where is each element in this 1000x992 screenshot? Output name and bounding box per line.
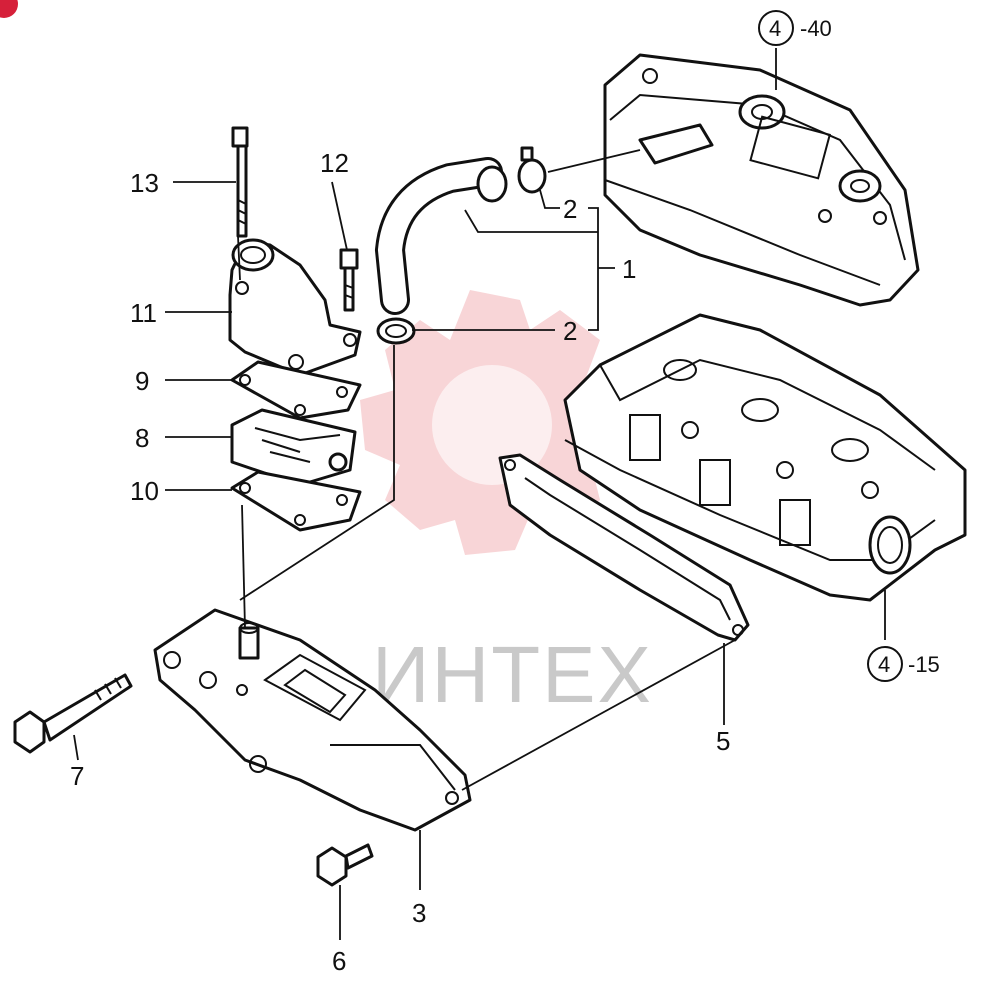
label-part-9: 9: [135, 366, 149, 396]
gasket-lower: [230, 470, 362, 532]
ref-callout-head: 4 -15: [867, 646, 940, 682]
ref-head-number: 4: [878, 652, 890, 677]
corner-badge: [0, 0, 18, 18]
hose-clamp-upper: [517, 146, 547, 194]
label-part-2-lower: 2: [563, 316, 577, 346]
label-part-5: 5: [716, 726, 730, 756]
ref-cover-suffix: -40: [800, 16, 832, 41]
bolt-7: [13, 673, 133, 754]
label-part-11: 11: [130, 298, 157, 328]
valve-cover: [603, 53, 920, 307]
ref-head-suffix: -15: [908, 652, 940, 677]
watermark-text: ИНТЕХ: [372, 630, 653, 719]
label-part-8: 8: [135, 423, 149, 453]
hose-clamp-lower: [376, 317, 416, 345]
label-part-10: 10: [130, 476, 159, 506]
bolt-13: [231, 126, 249, 238]
breather-hose: [374, 157, 508, 315]
ref-cover-number: 4: [769, 16, 781, 41]
manifold-body: [153, 608, 472, 832]
manifold-gasket: [498, 453, 750, 642]
leader-lines: [73, 48, 886, 940]
label-part-7: 7: [70, 761, 84, 791]
thermostat: [230, 408, 357, 487]
label-part-3: 3: [412, 898, 426, 928]
label-part-1: 1: [622, 254, 636, 284]
cylinder-head: [563, 313, 967, 602]
gasket-upper: [230, 360, 362, 420]
label-part-12: 12: [320, 148, 349, 178]
label-part-13: 13: [130, 168, 159, 198]
thermostat-housing: [228, 238, 362, 377]
bolt-6: [316, 843, 374, 887]
label-part-2-upper: 2: [563, 194, 577, 224]
bolt-12: [339, 248, 359, 312]
label-part-6: 6: [332, 946, 346, 976]
ref-callout-cover: 4 -40: [758, 10, 832, 46]
